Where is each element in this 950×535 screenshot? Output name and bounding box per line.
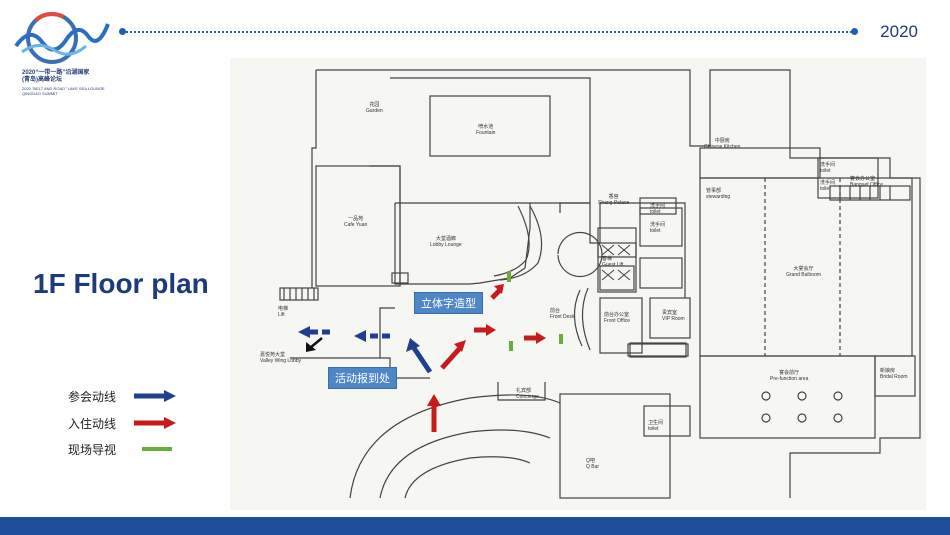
flow-arrows (298, 271, 563, 432)
attendee-route-arrow-diagonal (406, 338, 433, 374)
legend-label: 现场导视 (68, 442, 117, 457)
registration-tag: 活动报到处 (328, 367, 397, 389)
logo-caption-2: (青岛)高峰论坛 (22, 77, 62, 83)
legend-arrow-red-icon (134, 417, 176, 429)
legend-item-attendee: 参会动线 (68, 387, 178, 405)
footer-bar (0, 517, 950, 535)
checkin-route-arrow-diagonal (440, 340, 466, 370)
header-year: 2020 (880, 22, 918, 41)
floor-plan-background (230, 58, 926, 510)
logo-caption-3: 2020 "BELT AND ROAD" LAKE SEA LOUNGE (22, 86, 105, 91)
checkin-route-arrow-front-desk (524, 332, 546, 344)
legend-item-checkin: 入住动线 (68, 414, 178, 432)
legend-arrow-blue-icon (134, 390, 176, 402)
legend-item-signage: 现场导视 (68, 440, 178, 458)
page-title: 1F Floor plan (33, 268, 209, 299)
logo-caption-4: QINGDAO SUMMIT (22, 91, 58, 96)
legend-label: 入住动线 (68, 416, 117, 431)
header-divider (122, 31, 856, 33)
attendee-route-dashed-arrow-1 (298, 326, 330, 338)
legend-line-green-icon (142, 447, 172, 451)
attendee-route-dashed-arrow-2 (354, 330, 390, 342)
checkin-route-arrow-right (474, 324, 496, 336)
checkin-route-arrow-up (427, 394, 441, 432)
header-dot-right (851, 28, 858, 35)
legend-label: 参会动线 (68, 389, 117, 404)
summit-logo (8, 6, 118, 66)
sculpture-tag: 立体字造型 (414, 292, 483, 314)
floor-plan-drawing (279, 69, 921, 499)
logo-caption-1: 2020“一带一路”沿湖国家 (22, 70, 90, 76)
checkin-route-arrow-lounge (490, 284, 504, 300)
summit-logo-mark (14, 12, 110, 64)
valley-lobby-pointer-arrow (306, 337, 323, 352)
